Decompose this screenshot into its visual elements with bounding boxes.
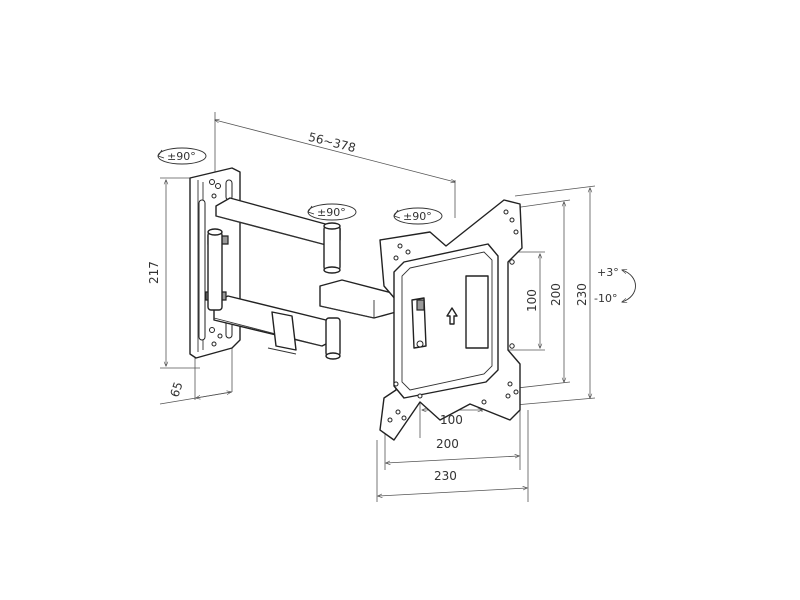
head-swivel-label: ±90°: [403, 210, 432, 223]
arm-reach-label: 56~378: [307, 130, 357, 155]
wall-depth-label: 65: [168, 380, 186, 399]
vesa-h-230-label: 230: [434, 469, 457, 483]
tilt-down-label: -10°: [594, 292, 617, 305]
vesa-v-230-label: 230: [575, 283, 589, 306]
vesa-h-100-label: 100: [440, 413, 463, 427]
rotation-arm-swivel: ±90°: [307, 203, 357, 221]
vesa-head-plate: [379, 199, 523, 441]
vesa-v-100-label: 100: [525, 289, 539, 312]
rotation-head-swivel: ±90°: [393, 207, 443, 225]
vesa-v-200-label: 200: [549, 283, 563, 306]
swing-arms: [205, 197, 397, 360]
rotation-wall-swivel: ±90°: [157, 147, 207, 165]
wall-swivel-label: ±90°: [167, 150, 196, 163]
arm-swivel-label: ±90°: [317, 206, 346, 219]
vesa-h-200-label: 200: [436, 437, 459, 451]
wall-height-label: 217: [147, 261, 161, 284]
tilt-up-label: +3°: [597, 266, 619, 279]
rotation-tilt: +3° -10°: [594, 266, 636, 305]
